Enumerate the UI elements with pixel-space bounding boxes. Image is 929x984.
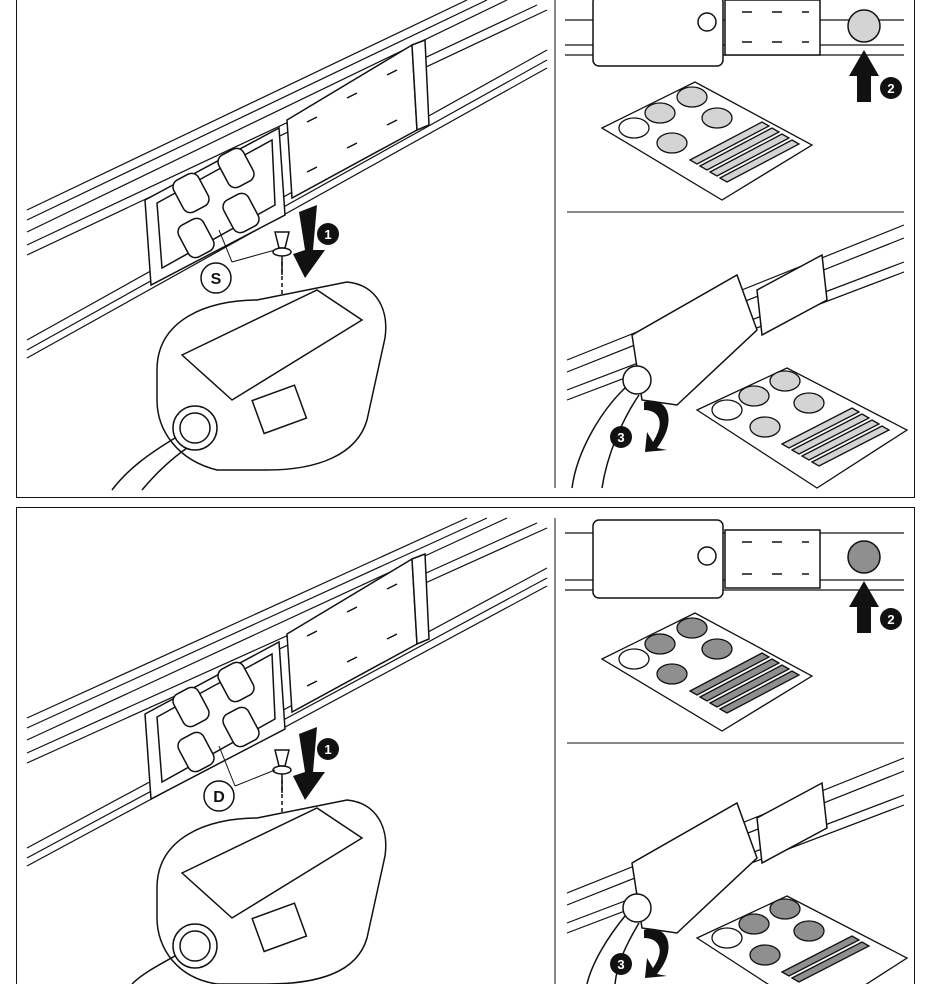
step-1-arrow (293, 205, 325, 278)
top-panel: 1 2 3 S (16, 0, 915, 498)
step-2-badge: 2 (880, 608, 902, 630)
label-card-2 (695, 895, 909, 984)
step-3-badge: 3 (610, 953, 632, 975)
bottom-panel: 1 2 3 D (16, 507, 915, 984)
step-1-badge: 1 (317, 738, 339, 760)
mini-box-angled (586, 781, 828, 984)
bottom-illustration: 1 2 3 D (26, 517, 909, 984)
cover-flap (286, 552, 430, 714)
connector-slot (144, 640, 286, 801)
tap-off-box (131, 799, 387, 984)
mini-box (592, 0, 821, 67)
top-illustration: 1 2 3 S (26, 0, 909, 491)
indicator-dot (847, 540, 881, 574)
step-2-badge: 2 (880, 77, 902, 99)
indicator-dot (847, 9, 881, 43)
part-label-d: D (213, 789, 225, 806)
step-3-number: 3 (617, 430, 624, 445)
tap-off-box (111, 281, 387, 491)
part-callout: D (203, 780, 235, 812)
part-callout: S (200, 262, 232, 294)
track-rail (26, 0, 548, 359)
step-1-arrow (293, 727, 325, 800)
mini-box (592, 519, 821, 599)
step-1-badge: 1 (317, 223, 339, 245)
step-2-number: 2 (887, 81, 894, 96)
step-3-arrow (644, 400, 669, 452)
step-2-arrow (849, 581, 879, 633)
label-card (600, 81, 814, 201)
step-2-number: 2 (887, 612, 894, 627)
step-3-badge: 3 (610, 426, 632, 448)
part-label-s: S (211, 271, 222, 288)
label-card (600, 612, 814, 732)
step-3-arrow (644, 928, 669, 978)
cover-flap (286, 38, 430, 200)
step-1-number: 1 (324, 227, 331, 242)
step-1-number: 1 (324, 742, 331, 757)
connector-slot (144, 126, 286, 287)
label-card-2 (695, 367, 909, 489)
coding-pin (272, 749, 292, 838)
step-2-arrow (849, 50, 879, 102)
step-3-number: 3 (617, 957, 624, 972)
